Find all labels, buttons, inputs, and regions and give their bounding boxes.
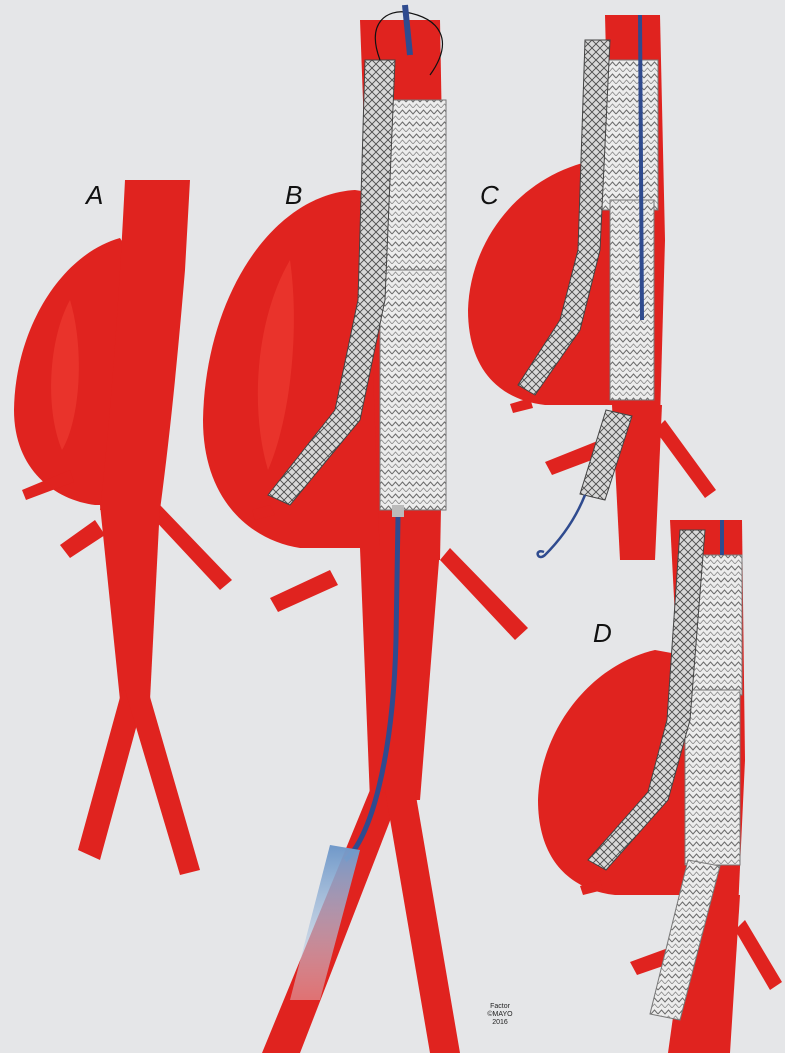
iliac-left [78, 690, 145, 860]
small-branch [580, 880, 603, 895]
renal-artery-left [60, 520, 105, 558]
panel-label-b: B [285, 180, 303, 210]
renal-artery-right [150, 505, 232, 590]
sac-highlight [257, 260, 294, 470]
stent-graft-branch [267, 59, 396, 506]
panel-b [203, 4, 528, 1053]
renal-artery-right [440, 548, 528, 640]
small-branch [22, 470, 74, 500]
iliac-right [385, 790, 460, 1053]
guidewire [343, 4, 443, 862]
stent-graft-branch [517, 39, 633, 501]
renal-artery-left [545, 440, 605, 475]
lower-aorta [100, 505, 160, 700]
panel-a [14, 180, 232, 875]
renal-artery-right [655, 420, 716, 498]
stent-graft-main [377, 99, 447, 517]
lower-aorta [360, 548, 440, 800]
credit-year: 2016 [492, 1019, 508, 1026]
panel-label-d: D [593, 618, 612, 648]
panel-label-c: C [480, 180, 499, 210]
stent-graft-main [599, 59, 659, 401]
renal-artery-right [735, 920, 782, 990]
aorta-vessel [14, 180, 232, 875]
small-branch [252, 505, 275, 520]
delivery-sheath [290, 845, 360, 1000]
credit-institution: ©MAYO [487, 1011, 513, 1018]
small-branch [510, 398, 533, 413]
credit-artist: Factor [490, 1003, 510, 1010]
upper-aorta [100, 180, 190, 510]
panel-d [538, 520, 782, 1053]
stent-graft-branch [587, 529, 706, 871]
lower-aorta [612, 405, 662, 560]
guidewire [536, 14, 644, 559]
panel-label-a: A [86, 180, 104, 210]
aneurysm-sac [538, 650, 710, 895]
panel-c [468, 14, 716, 560]
artist-credit: Factor ©MAYO 2016 [480, 1003, 520, 1027]
renal-artery-left [270, 570, 338, 612]
sac-highlight [51, 300, 79, 450]
iliac-right [125, 690, 200, 875]
